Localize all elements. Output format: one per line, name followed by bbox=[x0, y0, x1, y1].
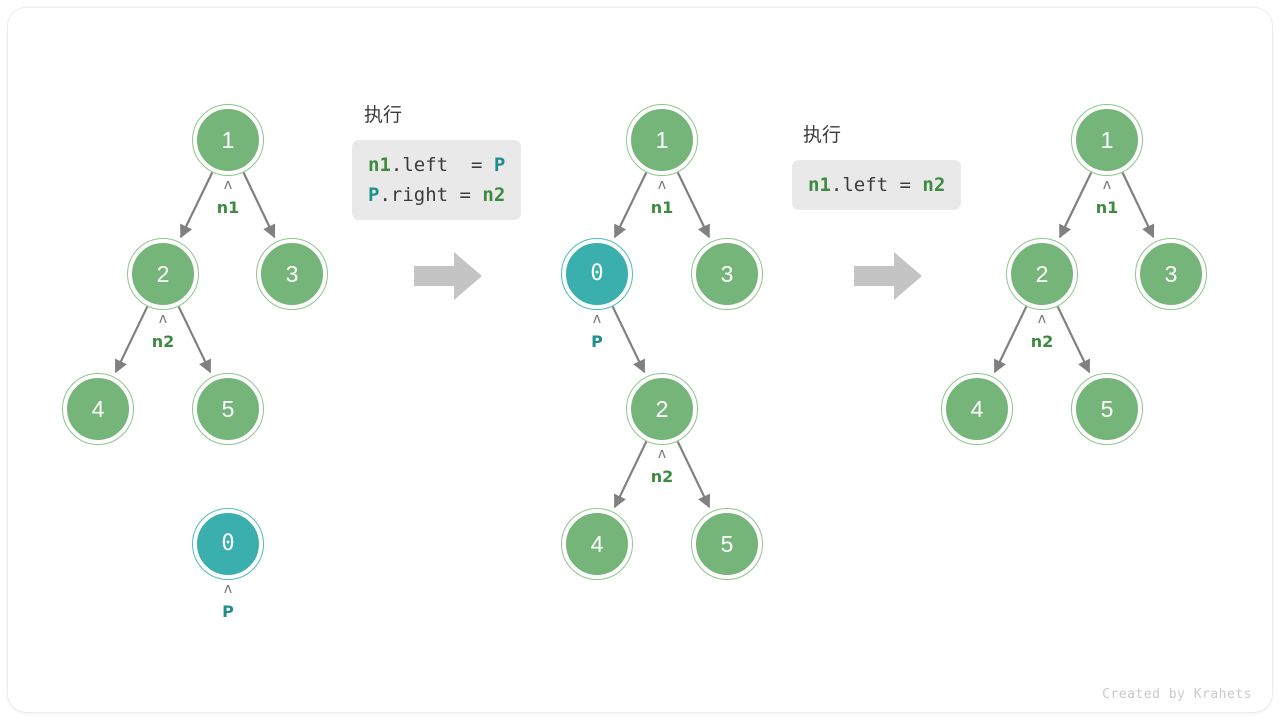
tree-node-before-node-0: 0 bbox=[192, 508, 264, 580]
tree-node-after-node-4: 4 bbox=[941, 373, 1013, 445]
code-token: .left = bbox=[830, 174, 923, 196]
exec-label-middle: 执行 bbox=[364, 104, 403, 126]
tree-node-before-node-5: 5 bbox=[192, 373, 264, 445]
tree-node-middle-node-4: 4 bbox=[561, 508, 633, 580]
credit-text: Created by Krahets bbox=[1102, 687, 1252, 702]
node-value: 3 bbox=[1164, 260, 1178, 287]
tree-node-before-node-2: 2 bbox=[127, 238, 199, 310]
node-value: 5 bbox=[720, 530, 734, 557]
tree-node-after-node-5: 5 bbox=[1071, 373, 1143, 445]
tree-node-before-node-3: 3 bbox=[256, 238, 328, 310]
tree-edge-after-node-2-to-node-5 bbox=[1056, 305, 1091, 374]
tree-edge-before-node-1-to-node-3 bbox=[242, 172, 276, 239]
tree-edge-middle-node-2-to-node-4 bbox=[613, 440, 648, 509]
code-token: P bbox=[368, 184, 380, 206]
code-token: .left = bbox=[390, 154, 494, 176]
node-value: 3 bbox=[720, 260, 734, 287]
tree-node-middle-node-1: 1 bbox=[626, 104, 698, 176]
code-line: n1.left = P bbox=[368, 150, 505, 180]
tree-edge-before-node-1-to-node-2 bbox=[179, 171, 214, 239]
code-box-after: n1.left = n2 bbox=[792, 160, 962, 210]
node-value: 1 bbox=[1100, 126, 1114, 153]
tree-node-after-node-3: 3 bbox=[1135, 238, 1207, 310]
tree-edge-after-node-2-to-node-4 bbox=[993, 305, 1028, 374]
node-value: 2 bbox=[156, 260, 170, 287]
tree-edge-middle-node-0-to-node-2 bbox=[611, 305, 646, 374]
code-token: .right = bbox=[379, 184, 483, 206]
exec-label-after: 执行 bbox=[803, 124, 842, 146]
transition-arrow-icon-middle bbox=[414, 252, 482, 300]
tree-edge-before-node-2-to-node-4 bbox=[114, 305, 149, 374]
code-line: P.right = n2 bbox=[368, 180, 505, 210]
node-value: 4 bbox=[91, 395, 105, 422]
tree-edge-after-node-1-to-node-2 bbox=[1058, 171, 1093, 239]
node-value: 5 bbox=[221, 395, 235, 422]
node-value: 1 bbox=[221, 126, 235, 153]
node-value: 2 bbox=[655, 395, 669, 422]
code-token: n1 bbox=[808, 174, 831, 196]
tree-edge-after-node-1-to-node-3 bbox=[1121, 172, 1155, 239]
code-token: n1 bbox=[368, 154, 391, 176]
tree-node-after-node-1: 1 bbox=[1071, 104, 1143, 176]
tree-edge-middle-node-2-to-node-5 bbox=[676, 440, 711, 509]
node-value: 5 bbox=[1100, 395, 1114, 422]
node-value: 1 bbox=[655, 126, 669, 153]
node-value: 2 bbox=[1035, 260, 1049, 287]
node-value: 0 bbox=[590, 261, 604, 286]
transition-arrow-icon-after bbox=[854, 252, 922, 300]
node-value: 0 bbox=[221, 531, 235, 556]
node-value: 4 bbox=[590, 530, 604, 557]
code-token: n2 bbox=[482, 184, 506, 206]
code-token: n2 bbox=[922, 174, 946, 196]
tree-node-middle-node-3: 3 bbox=[691, 238, 763, 310]
tree-edge-middle-node-1-to-node-3 bbox=[676, 171, 711, 239]
code-line: n1.left = n2 bbox=[808, 170, 945, 200]
node-value: 4 bbox=[970, 395, 984, 422]
tree-node-middle-node-0: 0 bbox=[561, 238, 633, 310]
tree-edge-middle-node-1-to-node-0 bbox=[613, 171, 648, 239]
tree-edge-before-node-2-to-node-5 bbox=[177, 305, 212, 374]
tree-node-middle-node-5: 5 bbox=[691, 508, 763, 580]
code-token: P bbox=[493, 154, 506, 176]
tree-node-middle-node-2: 2 bbox=[626, 373, 698, 445]
tree-node-before-node-1: 1 bbox=[192, 104, 264, 176]
tree-node-after-node-2: 2 bbox=[1006, 238, 1078, 310]
tree-node-before-node-4: 4 bbox=[62, 373, 134, 445]
node-value: 3 bbox=[285, 260, 299, 287]
